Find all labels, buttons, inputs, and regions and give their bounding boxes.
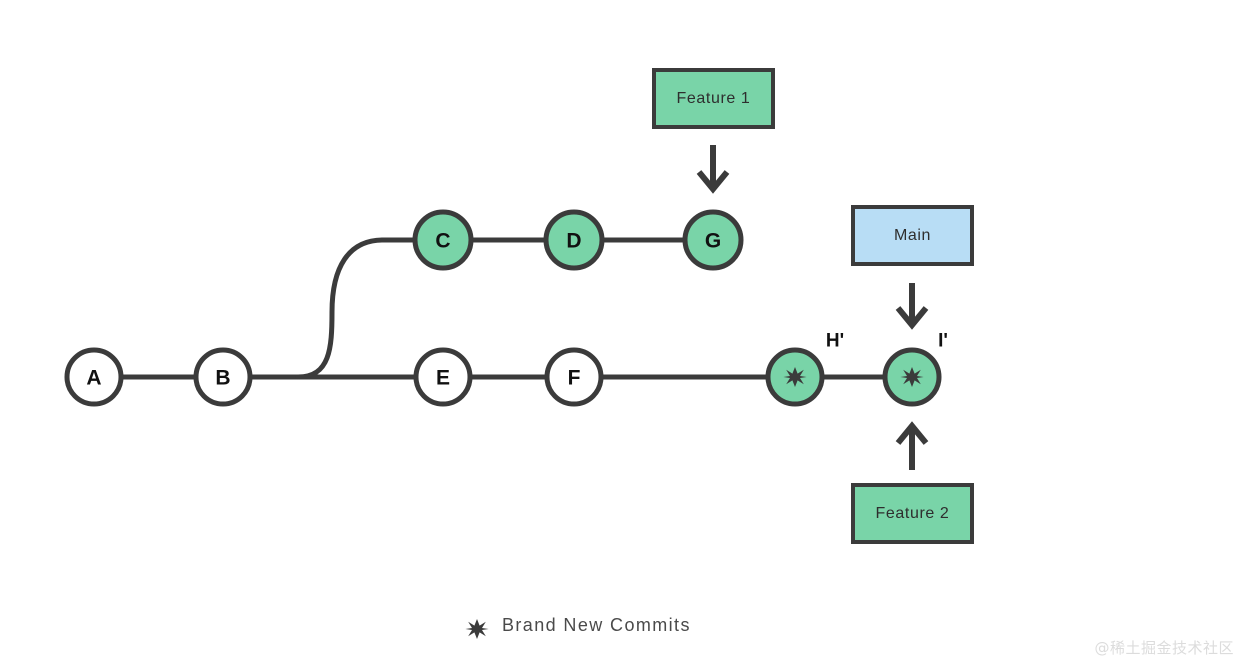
arrow-feature1-to-g-icon <box>696 145 730 194</box>
commit-node-a-label: A <box>86 367 101 390</box>
commit-node-b[interactable]: B <box>193 347 253 407</box>
legend-star-spacer <box>462 612 488 638</box>
legend-label: Brand New Commits <box>502 614 691 635</box>
feature-1-label-text: Feature 1 <box>676 89 751 107</box>
feature-1-label-box[interactable]: Feature 1 <box>652 68 775 129</box>
arrow-group <box>696 145 929 470</box>
commit-node-c-label: C <box>435 230 450 253</box>
commit-node-i-prime[interactable] <box>882 347 942 407</box>
commit-node-i-prime-tag: I' <box>938 331 948 352</box>
branch-curve-b-to-c <box>295 237 446 380</box>
feature-2-label-box[interactable]: Feature 2 <box>851 483 974 544</box>
commit-node-g[interactable]: G <box>682 209 744 271</box>
node-group: A B E F H' I' <box>64 209 948 407</box>
main-label-box[interactable]: Main <box>851 205 974 266</box>
commit-node-f[interactable]: F <box>544 347 604 407</box>
commit-node-b-label: B <box>215 367 230 390</box>
commit-node-h-prime-tag: H' <box>826 331 844 352</box>
commit-node-e[interactable]: E <box>413 347 473 407</box>
commit-node-e-label: E <box>436 367 450 390</box>
main-label-text: Main <box>893 226 932 244</box>
commit-node-a[interactable]: A <box>64 347 124 407</box>
commit-node-d-label: D <box>566 230 581 253</box>
arrow-feature2-to-i-icon <box>895 421 929 470</box>
commit-node-f-label: F <box>568 367 581 390</box>
commit-node-h-prime[interactable] <box>765 347 825 407</box>
commit-node-d[interactable]: D <box>543 209 605 271</box>
commit-node-g-label: G <box>705 230 721 253</box>
feature-2-label-text: Feature 2 <box>875 504 950 522</box>
legend: Brand New Commits <box>462 612 691 638</box>
arrow-main-to-i-icon <box>895 283 929 330</box>
watermark: @稀土掘金技术社区 <box>1094 639 1234 657</box>
commit-node-c[interactable]: C <box>412 209 474 271</box>
